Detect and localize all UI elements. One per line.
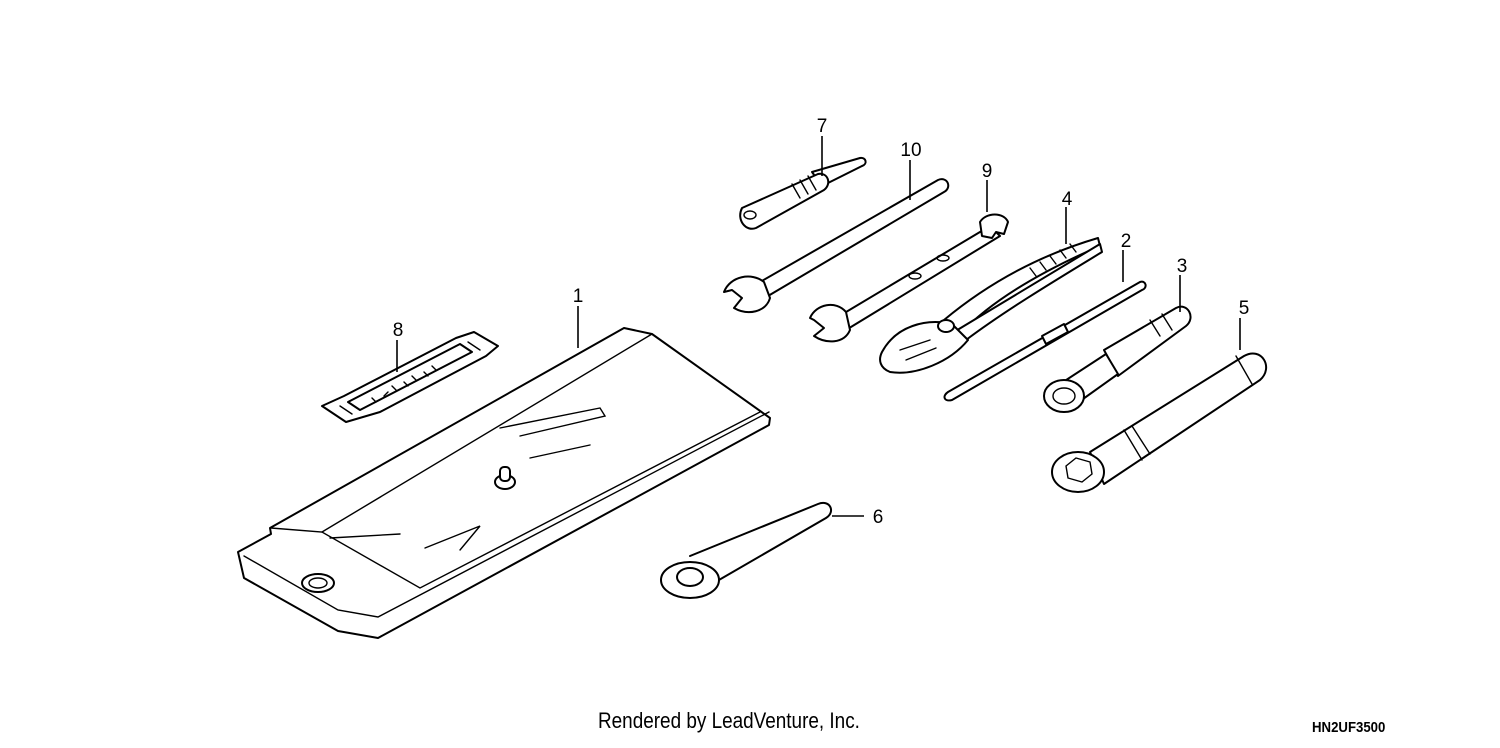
- open-end-wrench-small-part[interactable]: [809, 213, 1009, 343]
- callout-10[interactable]: 10: [900, 140, 921, 161]
- callout-7[interactable]: 7: [817, 116, 828, 137]
- tool-belt-part[interactable]: [321, 331, 499, 423]
- box-wrench-part[interactable]: [1051, 352, 1268, 493]
- callout-8[interactable]: 8: [393, 320, 404, 341]
- callout-3[interactable]: 3: [1177, 256, 1188, 277]
- callout-6[interactable]: 6: [873, 507, 884, 528]
- callout-4[interactable]: 4: [1062, 189, 1073, 210]
- callout-1[interactable]: 1: [573, 286, 584, 307]
- tool-bag-part[interactable]: [237, 327, 771, 639]
- screwdriver-grip-part[interactable]: [1043, 305, 1192, 413]
- spark-plug-wrench-part[interactable]: [660, 501, 833, 599]
- leader-lines: [396, 136, 1241, 517]
- callout-5[interactable]: 5: [1239, 298, 1250, 319]
- pliers-part[interactable]: [879, 237, 1103, 374]
- callout-labels: 1 2 3 4 5 6 7 8 9 10: [393, 116, 1250, 528]
- render-credit: Rendered by LeadVenture, Inc.: [598, 708, 860, 733]
- open-end-wrench-large-part[interactable]: [723, 178, 950, 314]
- callout-9[interactable]: 9: [982, 161, 993, 182]
- callout-2[interactable]: 2: [1121, 231, 1132, 252]
- hex-tool-part[interactable]: [739, 156, 867, 230]
- diagram-code: HN2UF3500: [1312, 719, 1386, 736]
- screwdriver-part[interactable]: [943, 280, 1147, 402]
